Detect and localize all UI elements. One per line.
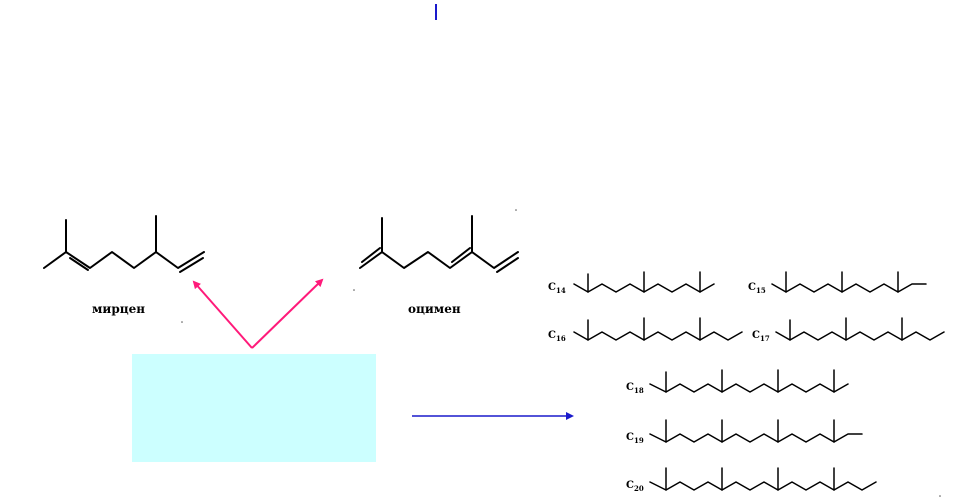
svg-text:C16: C16 bbox=[548, 330, 566, 343]
chain-c18: C18 bbox=[626, 369, 849, 395]
chain-c15: C15 bbox=[748, 271, 927, 295]
myrcene-structure bbox=[43, 215, 205, 273]
svg-text:C20: C20 bbox=[626, 480, 644, 493]
speck bbox=[515, 209, 517, 211]
ocimene-label: оцимен bbox=[408, 302, 461, 316]
chain-c20: C20 bbox=[626, 467, 877, 493]
svg-text:C18: C18 bbox=[626, 382, 644, 395]
myrcene-label: мирцен bbox=[92, 302, 145, 316]
source-box bbox=[132, 354, 376, 462]
speck bbox=[181, 321, 183, 323]
arrow-to-myrcene bbox=[192, 280, 253, 349]
chain-c17: C17 bbox=[752, 317, 945, 343]
ocimene-structure bbox=[359, 215, 519, 273]
chain-c19: C19 bbox=[626, 419, 863, 445]
speck bbox=[939, 495, 941, 497]
svg-text:C19: C19 bbox=[626, 432, 644, 445]
svg-text:C17: C17 bbox=[752, 330, 770, 343]
chain-c16: C16 bbox=[548, 317, 743, 343]
chain-c14: C14 bbox=[548, 271, 715, 295]
arrow-to-ocimene bbox=[251, 278, 324, 349]
svg-text:C14: C14 bbox=[548, 282, 566, 295]
speck bbox=[353, 289, 355, 291]
svg-text:C15: C15 bbox=[748, 282, 766, 295]
